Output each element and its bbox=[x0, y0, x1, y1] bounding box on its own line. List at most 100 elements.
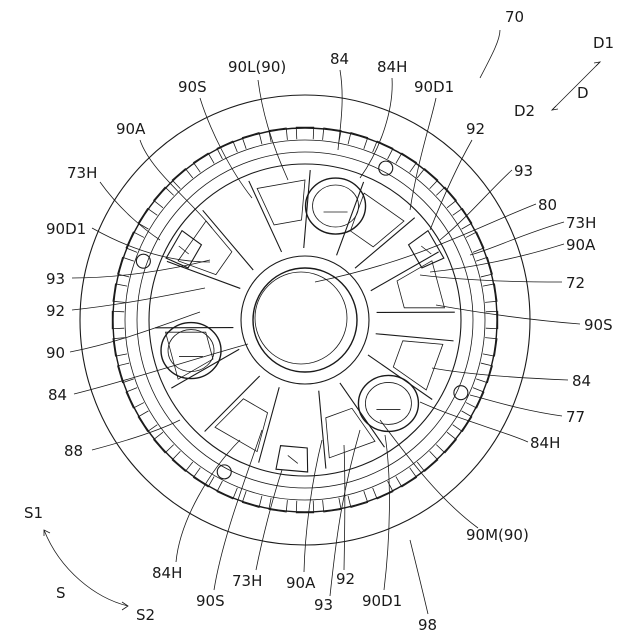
ring-outer-edge bbox=[113, 128, 497, 512]
label-84-right: 84 bbox=[572, 372, 591, 390]
label-73h-left: 73H bbox=[67, 164, 97, 182]
label-77: 77 bbox=[566, 408, 585, 426]
roller-84h bbox=[365, 382, 411, 424]
label-90s-top-left: 90S bbox=[178, 78, 207, 96]
label-90s-right: 90S bbox=[584, 316, 613, 334]
roller-84h bbox=[313, 185, 359, 227]
label-s2: S2 bbox=[136, 606, 155, 624]
label-90l: 90L(90) bbox=[228, 58, 286, 76]
ring-tooth bbox=[373, 481, 393, 499]
leader-90a-r bbox=[430, 244, 564, 272]
hub-boss-outer bbox=[241, 256, 369, 384]
leader-84h-b bbox=[176, 440, 240, 562]
label-70: 70 bbox=[505, 8, 524, 26]
spoke-90s bbox=[371, 252, 455, 313]
leader-73h-b bbox=[256, 470, 282, 570]
hub-bore bbox=[253, 268, 357, 372]
label-s1: S1 bbox=[24, 504, 43, 522]
leader-90d1-tr bbox=[410, 98, 436, 210]
label-90a-bottom: 90A bbox=[286, 574, 316, 592]
ring-tooth bbox=[296, 501, 314, 513]
leader-70 bbox=[480, 30, 500, 78]
spoke-90s bbox=[155, 328, 239, 389]
label-93-left: 93 bbox=[46, 270, 65, 288]
label-92-top-right: 92 bbox=[466, 120, 485, 138]
leader-90s-r bbox=[436, 305, 580, 324]
leader-93-l bbox=[72, 260, 210, 278]
ring-tooth bbox=[112, 311, 124, 329]
ring-inner-edge bbox=[125, 140, 485, 500]
spoke-90s bbox=[249, 170, 310, 252]
spoke-recess bbox=[397, 261, 444, 308]
label-90a-right: 90A bbox=[566, 236, 596, 254]
component-drawing bbox=[80, 95, 530, 545]
ring-tooth bbox=[126, 232, 144, 252]
spring-block-92 bbox=[409, 231, 444, 268]
spoke-recess bbox=[257, 180, 305, 225]
ring-tooth bbox=[396, 153, 417, 172]
leader-90d1-b bbox=[384, 435, 389, 590]
leader-84-top bbox=[338, 70, 342, 150]
spring-block-92 bbox=[166, 231, 201, 268]
pocket-84 bbox=[161, 323, 221, 379]
spring-93 bbox=[288, 455, 298, 463]
arrow-d1-head bbox=[594, 62, 600, 66]
label-88: 88 bbox=[64, 442, 83, 460]
spoke-90s bbox=[167, 210, 253, 288]
spoke-recess bbox=[393, 341, 443, 390]
ring-tooth bbox=[217, 481, 237, 499]
pocket-84 bbox=[358, 375, 418, 431]
label-90: 90 bbox=[46, 344, 65, 362]
label-90d1-left: 90D1 bbox=[46, 220, 86, 238]
label-73h-bottom: 73H bbox=[232, 572, 262, 590]
label-93-right: 93 bbox=[514, 162, 533, 180]
arrow-d2-head bbox=[552, 106, 558, 110]
label-80: 80 bbox=[538, 196, 557, 214]
label-90m: 90M(90) bbox=[466, 526, 529, 544]
label-d: D bbox=[577, 84, 589, 102]
leader-90m bbox=[380, 420, 478, 528]
spoke-recess bbox=[326, 408, 375, 458]
label-84-left: 84 bbox=[48, 386, 67, 404]
ring-tooth bbox=[193, 153, 214, 172]
ring-tooth bbox=[396, 468, 417, 487]
label-92-left: 92 bbox=[46, 302, 65, 320]
leader-90s-b bbox=[214, 430, 262, 590]
hub-bore-shadow bbox=[255, 272, 347, 364]
label-d1: D1 bbox=[593, 34, 614, 52]
leader-90d1-l bbox=[92, 228, 210, 262]
spoke-90s bbox=[368, 334, 454, 400]
label-90d1-bottom: 90D1 bbox=[362, 592, 402, 610]
label-93-bottom: 93 bbox=[314, 596, 333, 614]
leader-72 bbox=[420, 275, 562, 282]
label-84h-top: 84H bbox=[377, 58, 407, 76]
ring-tooth bbox=[126, 388, 144, 408]
ring-tooth bbox=[296, 127, 314, 139]
arrow-d bbox=[552, 62, 600, 110]
pocket-84 bbox=[306, 178, 366, 234]
label-s: S bbox=[56, 584, 66, 602]
label-d2: D2 bbox=[514, 102, 535, 120]
label-84h-bottom: 84H bbox=[152, 564, 182, 582]
rim-hole bbox=[136, 254, 150, 268]
label-84-top: 84 bbox=[330, 50, 349, 68]
label-73h-right: 73H bbox=[566, 214, 596, 232]
leader-98 bbox=[410, 540, 428, 614]
label-90a-left: 90A bbox=[116, 120, 146, 138]
spoke-90s bbox=[205, 376, 280, 463]
plate-98-outline bbox=[80, 95, 530, 545]
spoke-recess bbox=[350, 193, 404, 247]
spoke-90s bbox=[337, 182, 415, 268]
ring-tooth bbox=[217, 141, 237, 159]
label-72: 72 bbox=[566, 274, 585, 292]
cage-rim bbox=[149, 164, 461, 476]
label-92-bottom: 92 bbox=[336, 570, 355, 588]
spoke-90s bbox=[319, 383, 385, 469]
label-90s-bottom: 90S bbox=[196, 592, 225, 610]
label-84h-right: 84H bbox=[530, 434, 560, 452]
ring-tooth bbox=[373, 141, 393, 159]
ring-tooth bbox=[466, 232, 484, 252]
leader-80 bbox=[315, 204, 536, 282]
spoke-recess bbox=[215, 399, 268, 452]
